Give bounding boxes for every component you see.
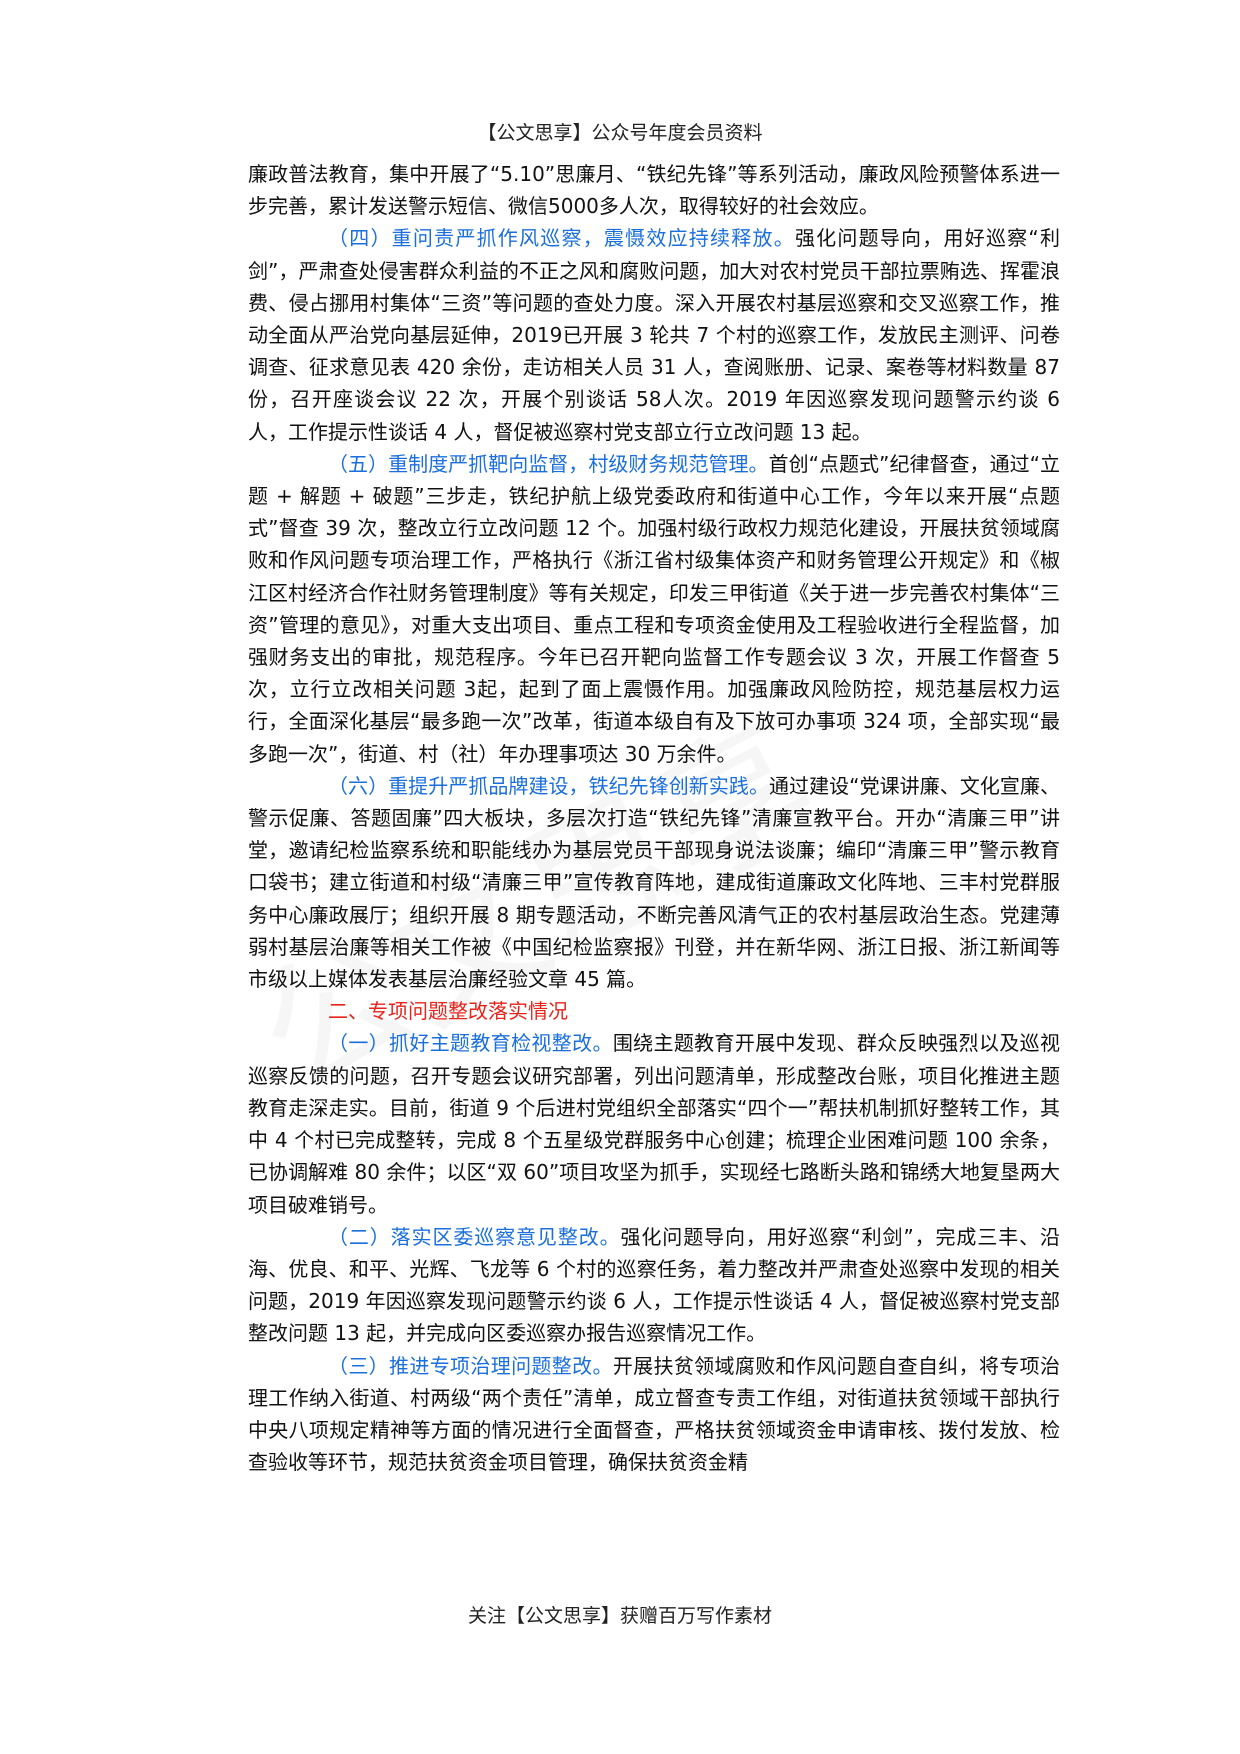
paragraph-inspection-rectification: （二）落实区委巡察意见整改。强化问题导向，用好巡察“利剑”，完成三丰、沿海、优良… bbox=[248, 1221, 1060, 1350]
document-body: 廉政普法教育，集中开展了“5.10”思廉月、“铁纪先锋”等系列活动，廉政风险预警… bbox=[248, 158, 1060, 1478]
paragraph-special-governance: （三）推进专项治理问题整改。开展扶贫领域腐败和作风问题自查自纠，将专项治理工作纳… bbox=[248, 1350, 1060, 1479]
paragraph-heading: （二）落实区委巡察意见整改。 bbox=[328, 1224, 621, 1249]
section-title: 二、专项问题整改落实情况 bbox=[248, 995, 1060, 1027]
paragraph-body: 强化问题导向，用好巡察“利剑”，完成三丰、沿海、优良、和平、光辉、飞龙等 6 个… bbox=[248, 1224, 1060, 1346]
paragraph-continued: 廉政普法教育，集中开展了“5.10”思廉月、“铁纪先锋”等系列活动，廉政风险预警… bbox=[248, 158, 1060, 222]
paragraph-body: 廉政普法教育，集中开展了“5.10”思廉月、“铁纪先锋”等系列活动，廉政风险预警… bbox=[248, 162, 1060, 219]
paragraph-heading: （四）重问责严抓作风巡察，震慑效应持续释放。 bbox=[328, 226, 795, 251]
paragraph-heading: （五）重制度严抓靶向监督，村级财务规范管理。 bbox=[328, 451, 769, 476]
paragraph-heading: （三）推进专项治理问题整改。 bbox=[328, 1353, 613, 1378]
paragraph-theme-education: （一）抓好主题教育检视整改。围绕主题教育开展中发现、群众反映强烈以及巡视巡察反馈… bbox=[248, 1027, 1060, 1220]
paragraph-inspection: （四）重问责严抓作风巡察，震慑效应持续释放。强化问题导向，用好巡察“利剑”，严肃… bbox=[248, 222, 1060, 447]
paragraph-heading: （一）抓好主题教育检视整改。 bbox=[328, 1031, 613, 1056]
paragraph-body: 通过建设“党课讲廉、文化宣廉、警示促廉、答题固廉”四大板块，多层次打造“铁纪先锋… bbox=[248, 773, 1060, 992]
page-footer: 关注【公文思享】获赠百万写作素材 bbox=[467, 1605, 772, 1627]
page-header: 【公文思享】公众号年度会员资料 bbox=[477, 122, 763, 144]
paragraph-heading: （六）重提升严抓品牌建设，铁纪先锋创新实践。 bbox=[328, 773, 769, 798]
section-heading: 二、专项问题整改落实情况 bbox=[328, 999, 568, 1024]
paragraph-body: 围绕主题教育开展中发现、群众反映强烈以及巡视巡察反馈的问题，召开专题会议研究部署… bbox=[248, 1031, 1061, 1217]
paragraph-body: 开展扶贫领域腐败和作风问题自查自纠，将专项治理工作纳入街道、村两级“两个责任”清… bbox=[248, 1353, 1061, 1475]
paragraph-body: 强化问题导向，用好巡察“利剑”，严肃查处侵害群众利益的不正之风和腐败问题，加大对… bbox=[248, 226, 1060, 444]
paragraph-brand-building: （六）重提升严抓品牌建设，铁纪先锋创新实践。通过建设“党课讲廉、文化宣廉、警示促… bbox=[248, 770, 1060, 995]
paragraph-body: 首创“点题式”纪律督查，通过“立题 + 解题 + 破题”三步走，铁纪护航上级党委… bbox=[248, 451, 1060, 766]
paragraph-supervision: （五）重制度严抓靶向监督，村级财务规范管理。首创“点题式”纪律督查，通过“立题 … bbox=[248, 448, 1060, 770]
